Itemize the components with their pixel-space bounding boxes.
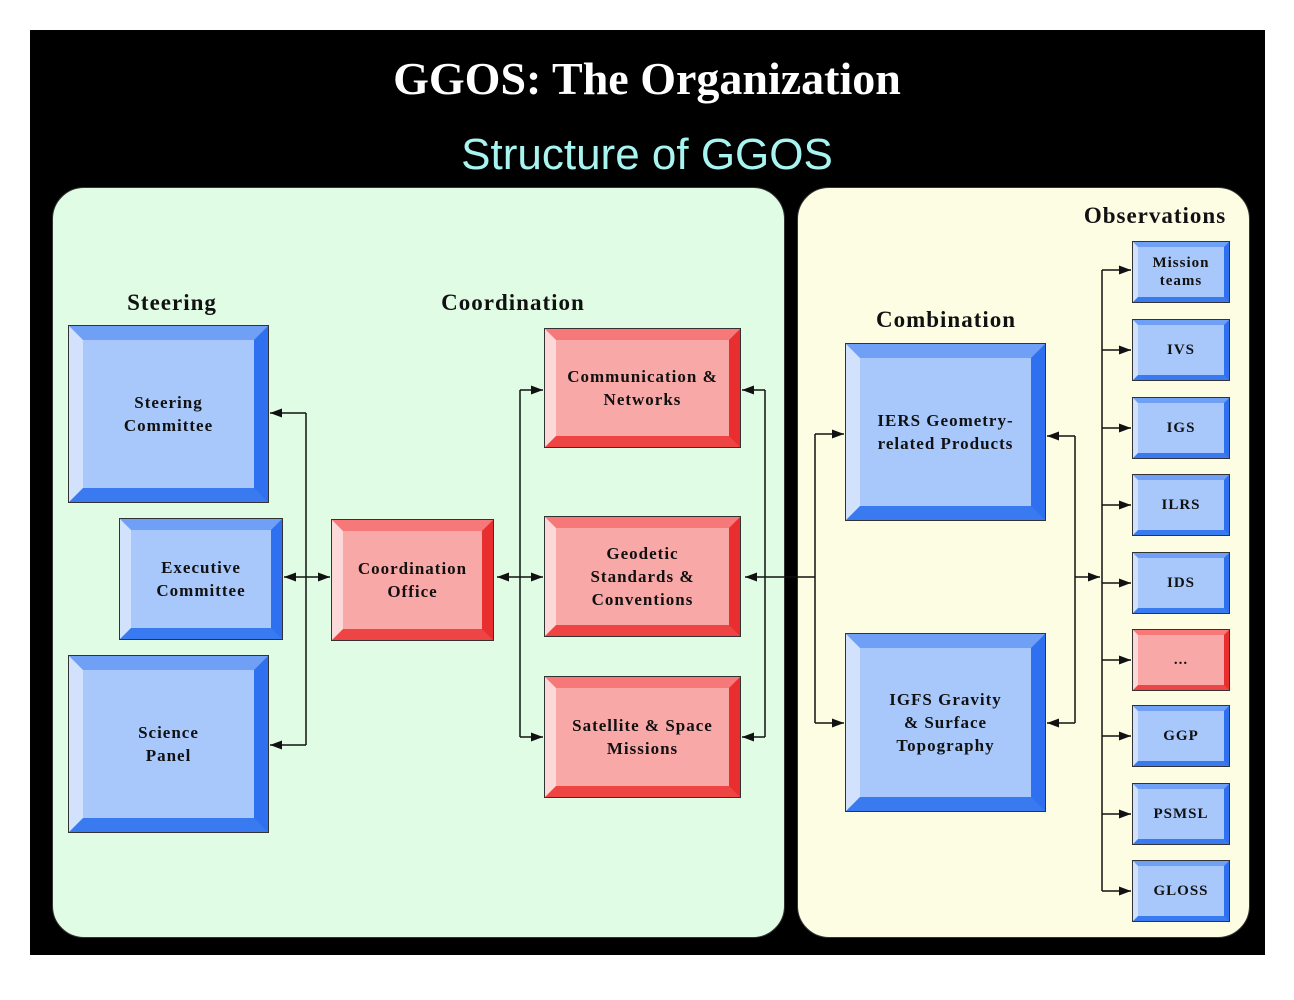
observation-box: PSMSL <box>1132 783 1230 845</box>
executive-committee-box: Executive Committee <box>119 518 283 640</box>
iers-box: IERS Geometry-related Products <box>845 343 1046 521</box>
coordination-office-box: Coordination Office <box>331 519 494 641</box>
slide-subtitle: Structure of GGOS <box>461 130 833 179</box>
slide-title: GGOS: The Organization <box>393 53 901 104</box>
observation-box: ILRS <box>1132 474 1230 536</box>
steering-label: Steering <box>127 290 217 315</box>
observation-box: IDS <box>1132 552 1230 614</box>
geodetic-standards-box: Geodetic Standards & Conventions <box>544 516 741 637</box>
observation-box: IVS <box>1132 319 1230 381</box>
observation-box: Mission teams <box>1132 241 1230 303</box>
science-panel-box: Science Panel <box>68 655 269 833</box>
observation-box: GLOSS <box>1132 860 1230 922</box>
coordination-label: Coordination <box>441 290 585 315</box>
observation-box: IGS <box>1132 397 1230 459</box>
observation-box-more: ... <box>1132 629 1230 691</box>
satellite-missions-box: Satellite & Space Missions <box>544 676 741 798</box>
communication-networks-box: Communication & Networks <box>544 328 741 448</box>
observations-label: Observations <box>1083 203 1227 228</box>
steering-committee-box: Steering Committee <box>68 325 269 503</box>
observation-box: GGP <box>1132 705 1230 767</box>
igfs-box: IGFS Gravity & Surface Topography <box>845 633 1046 812</box>
combination-label: Combination <box>875 307 1017 332</box>
